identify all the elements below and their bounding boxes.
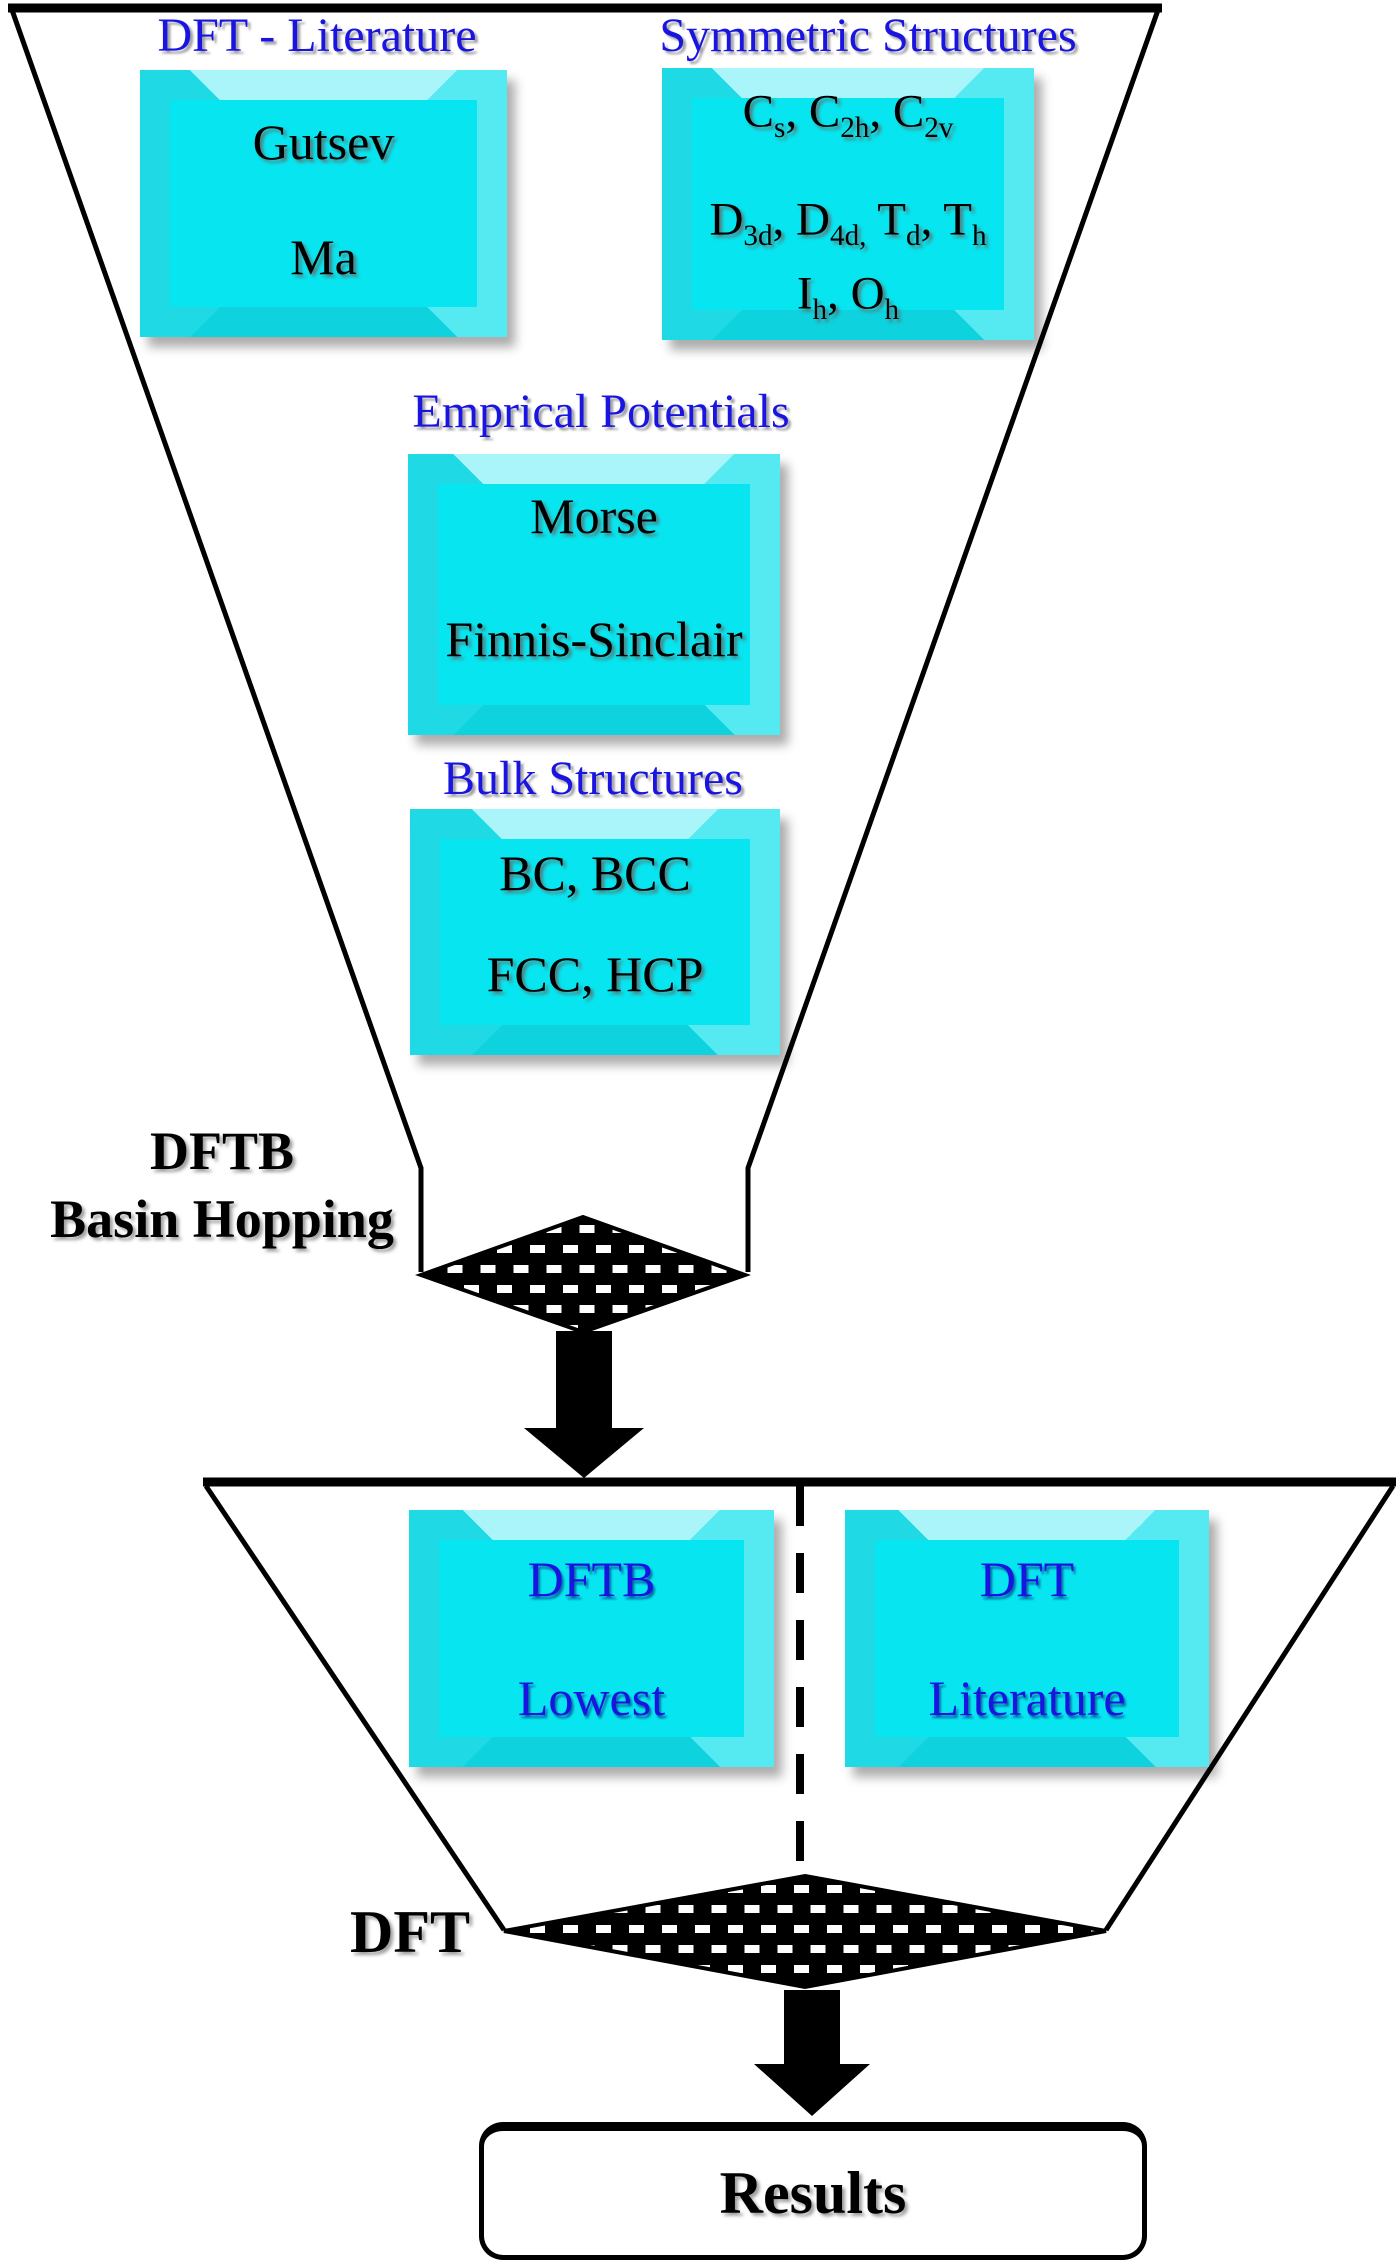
box-dft-literature-sources: Gutsev Ma: [140, 70, 507, 337]
funnel2-left-side: [203, 1484, 507, 1932]
label-dft: DFT: [350, 1899, 470, 1965]
label-line: DFTB: [149, 1121, 295, 1181]
funnel2-filter-diamond: [503, 1873, 1107, 1990]
box-line: Morse: [530, 487, 658, 544]
arrow1-down: [524, 1331, 644, 1478]
box-line: Ih, Oh: [796, 267, 900, 326]
label-dftb-basin-hopping: DFTB Basin Hopping: [20, 1118, 424, 1253]
funnel2-right-side: [1103, 1484, 1396, 1932]
box-line: DFT: [979, 1551, 1075, 1608]
box-line: Finnis-Sinclair: [445, 611, 743, 668]
heading-symmetric-structures: Symmetric Structures: [659, 9, 1077, 62]
arrow2-down: [754, 1990, 870, 2116]
funnel1-right-side: [745, 9, 1161, 1272]
funnel1-filter-diamond: [415, 1214, 751, 1335]
box-line: FCC, HCP: [486, 945, 704, 1002]
heading-bulk-structures: Bulk Structures: [443, 752, 743, 805]
box-line: Ma: [290, 228, 357, 285]
box-line: Literature: [928, 1669, 1126, 1726]
box-bulk-structures: BC, BCC FCC, HCP: [410, 809, 780, 1055]
heading-dft-literature: DFT - Literature: [157, 9, 477, 62]
box-line: Lowest: [517, 1669, 666, 1726]
box-symmetric-structures: Cs, C2h, C2v D3d, D4d, Td, Th Ih, Oh: [662, 68, 1034, 340]
results-label: Results: [719, 2159, 907, 2226]
funnel1-left-side: [9, 9, 424, 1272]
box-line: DFTB: [527, 1551, 656, 1608]
label-line: Basin Hopping: [50, 1188, 394, 1249]
heading-empirical-potentials: Emprical Potentials: [412, 385, 790, 438]
box-dftb-lowest: DFTB Lowest: [409, 1510, 774, 1767]
box-line: Cs, C2h, C2v: [742, 85, 954, 144]
box-line: D3d, D4d, Td, Th: [709, 193, 987, 253]
box-dft-literature-reference: DFT Literature: [845, 1510, 1209, 1767]
box-empirical-potentials: Morse Finnis-Sinclair: [408, 454, 780, 735]
box-line: Gutsev: [252, 114, 395, 171]
results-box: Results: [479, 2122, 1147, 2260]
box-line: BC, BCC: [499, 844, 691, 901]
